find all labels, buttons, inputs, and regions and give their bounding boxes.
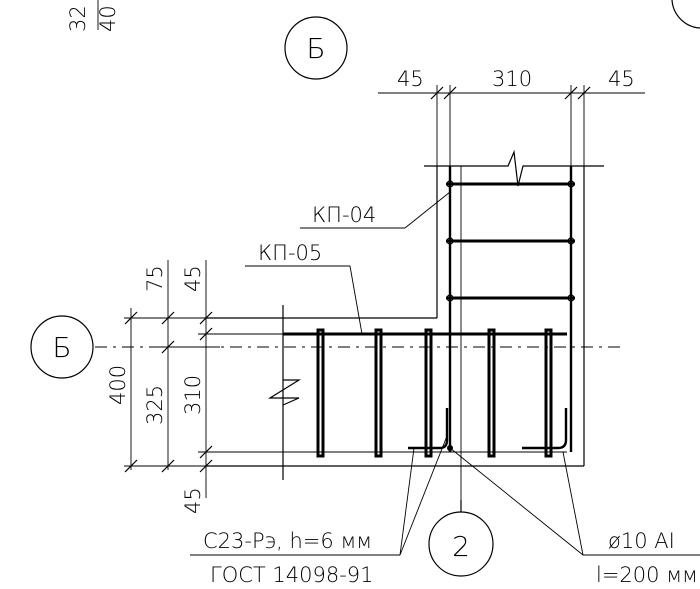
callout-bar: ø10 AI l=200 мм: [447, 445, 700, 587]
dim-left-325: 325: [143, 385, 167, 425]
callout-bar-line1: ø10 AI: [608, 529, 675, 553]
top-dimension-chain: 45 310 45: [378, 67, 645, 168]
callout-bar-line2: l=200 мм: [596, 563, 698, 587]
callout-kp05-label: КП-05: [258, 241, 322, 265]
anchorage-bars: [408, 408, 568, 450]
dim-left-400: 400: [106, 365, 130, 405]
dim-top-left-cover: 45: [397, 67, 424, 91]
dim-left-45-bottom: 45: [181, 487, 205, 514]
detail-number-label: 2: [452, 530, 470, 563]
callout-kp05: КП-05: [245, 241, 363, 335]
top-left-fragment: 32 40: [66, 0, 120, 32]
callout-weld: С23-Рэ, h=6 мм ГОСТ 14098-91: [190, 435, 448, 587]
section-mark-left: Б: [30, 315, 94, 379]
fragment-text-2: 40: [96, 5, 120, 32]
beam-stirrups: [316, 328, 553, 458]
section-mark-top-label: Б: [306, 32, 325, 65]
dim-left-310: 310: [181, 375, 205, 415]
left-dimension-chains: 75 45 400 325 310 45: [106, 260, 290, 514]
column-rebars: [448, 166, 573, 512]
dim-left-75: 75: [143, 265, 167, 292]
callout-kp04-label: КП-04: [312, 203, 376, 227]
detail-number-marker: 2: [428, 511, 494, 577]
dim-top-width: 310: [492, 67, 532, 91]
section-mark-left-label: Б: [52, 331, 71, 364]
fragment-text-1: 32: [66, 5, 90, 32]
callout-weld-line1: С23-Рэ, h=6 мм: [203, 529, 372, 553]
dim-left-45-top: 45: [181, 265, 205, 292]
column-hoops: [446, 180, 575, 302]
callout-kp04: КП-04: [300, 191, 451, 229]
concrete-outline: [205, 149, 604, 480]
dim-top-right-cover: 45: [608, 67, 635, 91]
partial-circle-top-right: [671, 0, 700, 29]
section-mark-top: Б: [284, 16, 348, 80]
callout-weld-line2: ГОСТ 14098-91: [210, 563, 374, 587]
